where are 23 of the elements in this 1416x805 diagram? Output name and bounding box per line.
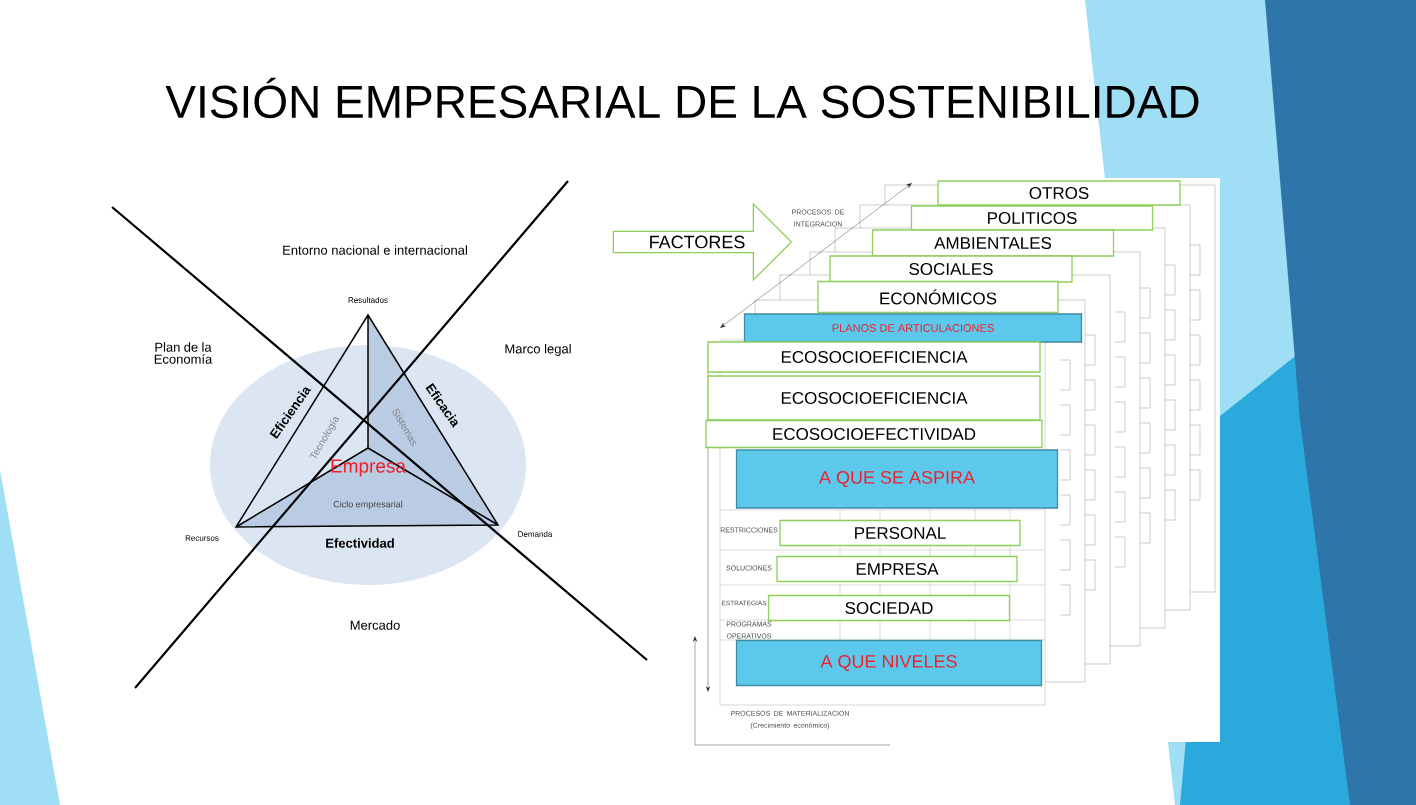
label-box: ECONÓMICOS — [817, 280, 1059, 314]
vertex-label: Resultados — [348, 297, 388, 303]
vertex-label: Demanda — [518, 531, 553, 537]
label-box: POLITICOS — [910, 205, 1154, 231]
label-box: AMBIENTALES — [871, 229, 1115, 257]
label-box: SOCIALES — [829, 255, 1073, 283]
region-label: Mercado — [350, 620, 400, 630]
label-box: OTROS — [937, 180, 1181, 206]
label-box: SOCIEDAD — [767, 594, 1011, 622]
label-box: ECOSOCIOEFICIENCIA — [707, 375, 1041, 421]
center-label: Empresa — [331, 459, 406, 477]
label-box: EMPRESA — [776, 555, 1018, 583]
label-box: PERSONAL — [779, 519, 1021, 547]
highlight-box: PLANOS DE ARTICULACIONES — [743, 313, 1083, 343]
region-label: Entorno nacional e internacional — [283, 245, 467, 255]
triangle-label: Ciclo empresarial — [333, 500, 403, 510]
label-box: ECOSOCIOEFICIENCIA — [707, 341, 1041, 373]
highlight-box: A QUE SE ASPIRA — [735, 449, 1059, 509]
region-label: Plan de la Economía — [154, 342, 213, 364]
vertex-label: Recursos — [185, 535, 219, 541]
title: VISIÓN EMPRESARIAL DE LA SOSTENIBILIDAD — [165, 77, 1199, 119]
label-box: ECOSOCIOEFECTIVIDAD — [705, 419, 1043, 449]
highlight-box: A QUE NIVELES — [735, 639, 1043, 687]
